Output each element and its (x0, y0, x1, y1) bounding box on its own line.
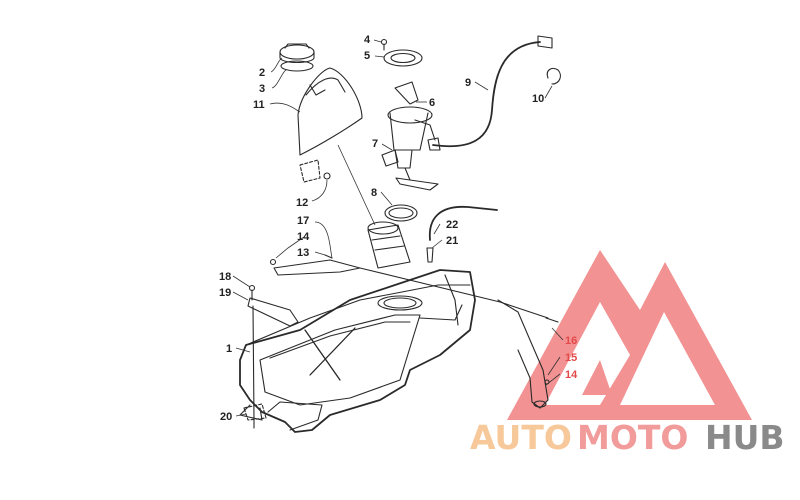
lock-ring-5 (383, 49, 423, 67)
filler-neck (367, 221, 411, 269)
strap-left (247, 284, 299, 421)
callout-12: 12 (296, 197, 308, 209)
fuel-tank (239, 269, 476, 433)
callout-9: 9 (465, 77, 471, 89)
callout-18: 18 (219, 271, 231, 283)
fuel-cap (279, 43, 315, 64)
callout-21: 21 (446, 235, 458, 247)
callout-2: 2 (259, 67, 265, 79)
callout-13: 13 (297, 247, 309, 259)
clip-20 (243, 403, 267, 429)
leader-lines (232, 39, 564, 417)
callout-19: 19 (219, 287, 231, 299)
logo-triangle-inner (545, 302, 715, 405)
clip-12 (299, 159, 331, 183)
screw-4 (380, 38, 388, 51)
strap-rod (359, 267, 549, 319)
callout-6: 6 (429, 97, 435, 109)
callout-8: 8 (371, 187, 377, 199)
logo-triangle-core (582, 360, 612, 395)
callout-11: 11 (253, 99, 265, 111)
watermark-logo (507, 250, 752, 420)
callout-14-lower: 14 (565, 369, 578, 381)
callout-7: 7 (372, 138, 378, 150)
watermark-word-moto: MOTO (577, 418, 688, 457)
watermark-word-hub: HUB (705, 418, 785, 457)
callout-15: 15 (565, 352, 577, 364)
strap-upper (269, 254, 361, 276)
hose-clamp-10 (546, 67, 561, 85)
callout-3: 3 (259, 83, 265, 95)
callout-5: 5 (364, 50, 370, 62)
callout-22: 22 (446, 219, 458, 231)
watermark-wordmark: AUTO MOTO HUB (470, 418, 785, 457)
callout-4: 4 (364, 34, 371, 46)
tank-shroud (297, 67, 363, 156)
callouts: 1 2 3 4 5 6 7 8 9 10 11 12 13 14 14 15 1… (219, 34, 578, 423)
o-ring-8 (384, 204, 418, 222)
callout-17: 17 (297, 215, 309, 227)
guide-line (337, 144, 376, 226)
callout-20: 20 (220, 411, 232, 423)
fuel-pump (381, 81, 439, 191)
vent-hose-22 (426, 205, 498, 263)
fuel-hose-9 (427, 35, 553, 151)
callout-10: 10 (532, 93, 544, 105)
callout-16: 16 (565, 335, 577, 347)
callout-14-upper: 14 (297, 231, 310, 243)
callout-1: 1 (226, 343, 232, 355)
cap-gasket (280, 60, 314, 72)
watermark-word-auto: AUTO (470, 418, 572, 457)
